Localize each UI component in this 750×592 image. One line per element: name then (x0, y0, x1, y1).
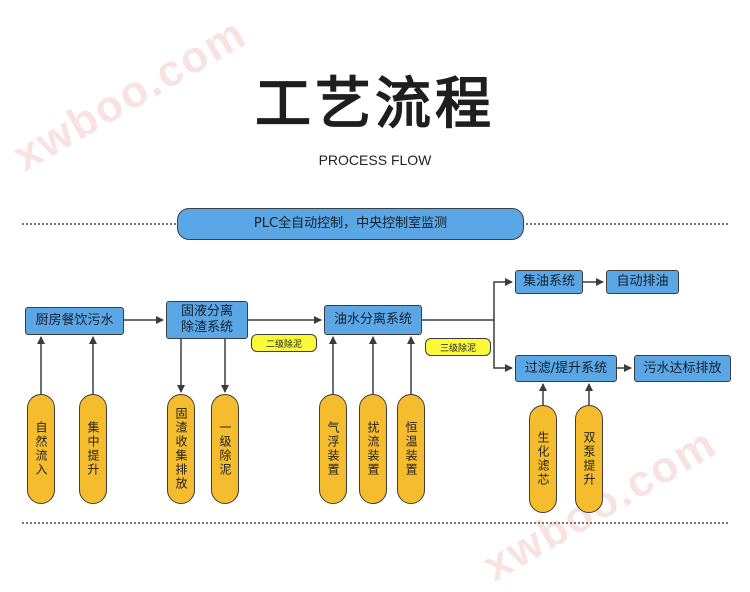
anti-flow-label: 扰流装置 (366, 421, 380, 477)
double-pump-pill: 双泵提升 (575, 405, 603, 513)
discharge-box: 污水达标排放 (634, 355, 731, 382)
primary-sludge-pill: 一级除泥 (211, 394, 239, 504)
flow-connectors (37, 278, 632, 405)
stage2-tag: 二级除泥 (251, 334, 317, 352)
central-lift-pill: 集中提升 (79, 394, 107, 504)
bio-filter-label: 生化滤芯 (536, 431, 550, 487)
central-lift-label: 集中提升 (86, 421, 100, 477)
oil-collection-label: 集油系统 (522, 274, 575, 289)
solid-liquid-label-line1: 固液分离 (180, 304, 233, 319)
primary-sludge-label: 一级除泥 (218, 421, 232, 477)
solid-residue-label: 固渣收集排放 (174, 407, 188, 491)
stage2-tag-label: 二级除泥 (265, 339, 302, 350)
thermostat-pill: 恒温装置 (397, 394, 425, 504)
air-float-pill: 气浮装置 (319, 394, 347, 504)
anti-flow-pill: 扰流装置 (359, 394, 387, 504)
auto-oil-drain-box: 自动排油 (606, 270, 679, 294)
plc-control-bar: PLC全自动控制，中央控制室监测 (177, 208, 524, 240)
stage3-tag: 三级除泥 (425, 338, 491, 356)
oil-water-separation-box: 油水分离系统 (324, 305, 422, 335)
discharge-label: 污水达标排放 (643, 360, 722, 376)
solid-liquid-label-line2: 除渣系统 (180, 320, 233, 335)
air-float-label: 气浮装置 (326, 421, 340, 477)
double-pump-label: 双泵提升 (582, 431, 596, 487)
arrow-to-filter-lift (493, 320, 513, 372)
solid-liquid-separation-box: 固液分离 除渣系统 (166, 301, 248, 339)
divider-bottom (22, 522, 728, 524)
solid-residue-pill: 固渣收集排放 (167, 394, 195, 504)
thermostat-label: 恒温装置 (404, 421, 418, 477)
filter-lift-label: 过滤/提升系统 (524, 360, 608, 376)
kitchen-wastewater-label: 厨房餐饮污水 (35, 313, 114, 328)
natural-inflow-label: 自然流入 (34, 421, 48, 477)
oil-collection-box: 集油系统 (515, 270, 583, 294)
auto-oil-drain-label: 自动排油 (616, 274, 669, 289)
oil-water-separation-label: 油水分离系统 (333, 312, 412, 327)
filter-lift-box: 过滤/提升系统 (515, 355, 617, 382)
kitchen-wastewater-box: 厨房餐饮污水 (25, 307, 124, 335)
plc-control-label: PLC全自动控制，中央控制室监测 (253, 216, 448, 231)
bio-filter-pill: 生化滤芯 (529, 405, 557, 513)
natural-inflow-pill: 自然流入 (27, 394, 55, 504)
page-title: 工艺流程 (255, 72, 495, 137)
arrow-to-oil-collect (422, 278, 513, 321)
page-subtitle: PROCESS FLOW (318, 152, 432, 168)
stage3-tag-label: 三级除泥 (439, 343, 476, 354)
